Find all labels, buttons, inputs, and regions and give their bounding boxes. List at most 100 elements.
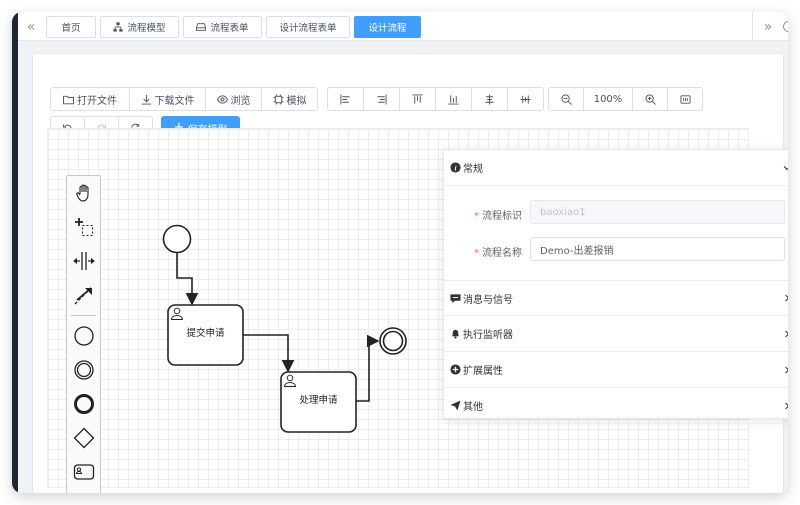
hand-tool[interactable] <box>67 176 100 210</box>
chevron-right-icon <box>785 366 788 373</box>
button-label: 下载文件 <box>154 95 195 107</box>
end-event-tool[interactable] <box>67 387 100 421</box>
browse-button[interactable]: 浏览 <box>205 87 262 111</box>
space-tool[interactable] <box>67 244 100 278</box>
lasso-tool[interactable] <box>67 210 100 244</box>
fit-view-icon <box>679 94 691 104</box>
align-right-button[interactable] <box>363 87 400 111</box>
tab-process-model[interactable]: 流程模型 <box>100 16 179 38</box>
user-icon <box>171 307 183 320</box>
plus-icon: + <box>174 121 185 134</box>
section-extension-header[interactable]: 扩展属性 <box>444 352 788 388</box>
properties-panel: i 常规 *流程标识 baoxiao1 *流程名称 Demo-出差报销 消息与信… <box>443 149 788 424</box>
section-title: 其他 <box>463 402 483 413</box>
sitemap-icon <box>113 22 124 32</box>
connect-icon <box>74 287 92 305</box>
chevron-right-icon <box>785 402 788 409</box>
bpmn-diagram <box>162 224 407 433</box>
cpu-icon <box>272 93 284 105</box>
zoom-button-group: 100% <box>548 87 703 111</box>
input-value: baoxiao1 <box>540 206 586 218</box>
section-other-header[interactable]: 其他 <box>444 388 788 424</box>
tab-home[interactable]: 首页 <box>46 16 96 38</box>
zoom-in-button[interactable] <box>632 87 668 111</box>
process-name-row: *流程名称 Demo-出差报销 <box>444 233 788 270</box>
section-general-header[interactable]: i 常规 <box>444 150 788 186</box>
folder-icon <box>63 95 74 104</box>
chevron-right-icon <box>785 330 788 337</box>
tab-design-process-form[interactable]: 设计流程表单 <box>266 16 350 38</box>
file-button-group: 打开文件 下载文件 浏览 模拟 <box>50 87 318 111</box>
button-label: 浏览 <box>230 95 251 107</box>
connect-tool[interactable] <box>67 278 100 312</box>
align-middle-icon <box>485 93 494 105</box>
intermediate-event-icon <box>73 360 94 380</box>
align-top-icon <box>412 93 423 104</box>
open-file-button[interactable]: 打开文件 <box>50 87 130 111</box>
tabs-scroll-left-button[interactable]: « <box>26 18 36 35</box>
tool-palette <box>66 175 101 493</box>
user-task-icon <box>73 464 94 480</box>
user-icon <box>284 374 296 387</box>
tab-label: 设计流程表单 <box>279 23 337 34</box>
bell-icon <box>451 329 460 339</box>
process-name-input[interactable]: Demo-出差报销 <box>530 237 785 261</box>
section-title: 消息与信号 <box>463 294 513 306</box>
sequence-flow[interactable] <box>243 334 295 373</box>
align-left-button[interactable] <box>327 87 364 111</box>
start-event-tool[interactable] <box>67 319 100 353</box>
label-text: 流程名称 <box>482 248 522 259</box>
user-task-tool[interactable] <box>67 455 100 489</box>
user-task-process[interactable] <box>280 371 357 433</box>
fit-view-button[interactable] <box>667 87 703 111</box>
svg-text:i: i <box>454 163 456 172</box>
tabs-scroll-right-button[interactable]: » <box>763 18 773 35</box>
tab-process-form[interactable]: 流程表单 <box>183 16 262 38</box>
align-center-icon <box>520 94 531 104</box>
align-bottom-button[interactable] <box>435 87 472 111</box>
designer-card: 打开文件 下载文件 浏览 模拟 <box>32 53 788 493</box>
tab-design-process[interactable]: 设计流程 <box>354 16 421 38</box>
process-id-input[interactable]: baoxiao1 <box>530 200 785 224</box>
tab-label: 流程表单 <box>210 23 249 34</box>
simulate-button[interactable]: 模拟 <box>261 87 318 111</box>
refresh-icon[interactable] <box>783 21 788 32</box>
zoom-out-icon <box>560 93 572 105</box>
divider <box>71 315 96 316</box>
align-right-icon <box>377 93 387 105</box>
download-file-button[interactable]: 下载文件 <box>129 87 206 111</box>
section-message-signal-header[interactable]: 消息与信号 <box>444 280 788 316</box>
button-label: 打开文件 <box>77 95 117 107</box>
section-listener-header[interactable]: 执行监听器 <box>444 316 788 352</box>
lasso-icon <box>74 218 93 236</box>
zoom-out-button[interactable] <box>548 87 584 111</box>
process-id-label: *流程标识 <box>474 211 522 222</box>
spacer <box>444 186 788 196</box>
button-label: 模拟 <box>286 95 307 107</box>
divider <box>752 12 753 41</box>
process-id-row: *流程标识 baoxiao1 <box>444 196 788 233</box>
space-icon <box>72 252 95 270</box>
start-event[interactable] <box>162 224 192 254</box>
chevron-right-icon <box>785 294 788 302</box>
start-event-icon <box>73 326 94 346</box>
sequence-flow[interactable] <box>176 253 199 306</box>
plus-circle-icon <box>450 364 461 375</box>
sequence-flow[interactable] <box>356 334 380 402</box>
gateway-icon <box>73 427 94 449</box>
align-center-button[interactable] <box>507 87 544 111</box>
zoom-level[interactable]: 100% <box>583 87 633 111</box>
process-name-label: *流程名称 <box>474 248 522 259</box>
align-top-button[interactable] <box>399 87 436 111</box>
align-middle-button[interactable] <box>471 87 508 111</box>
tab-label: 首页 <box>61 23 81 34</box>
tab-label: 流程模型 <box>127 23 166 34</box>
eye-icon <box>216 94 228 104</box>
tab-label: 设计流程 <box>368 23 407 34</box>
intermediate-event-tool[interactable] <box>67 353 100 387</box>
zoom-in-icon <box>644 93 656 105</box>
send-icon <box>450 400 461 411</box>
gateway-tool[interactable] <box>67 421 100 455</box>
end-event-icon <box>73 394 94 414</box>
message-icon <box>450 293 461 303</box>
